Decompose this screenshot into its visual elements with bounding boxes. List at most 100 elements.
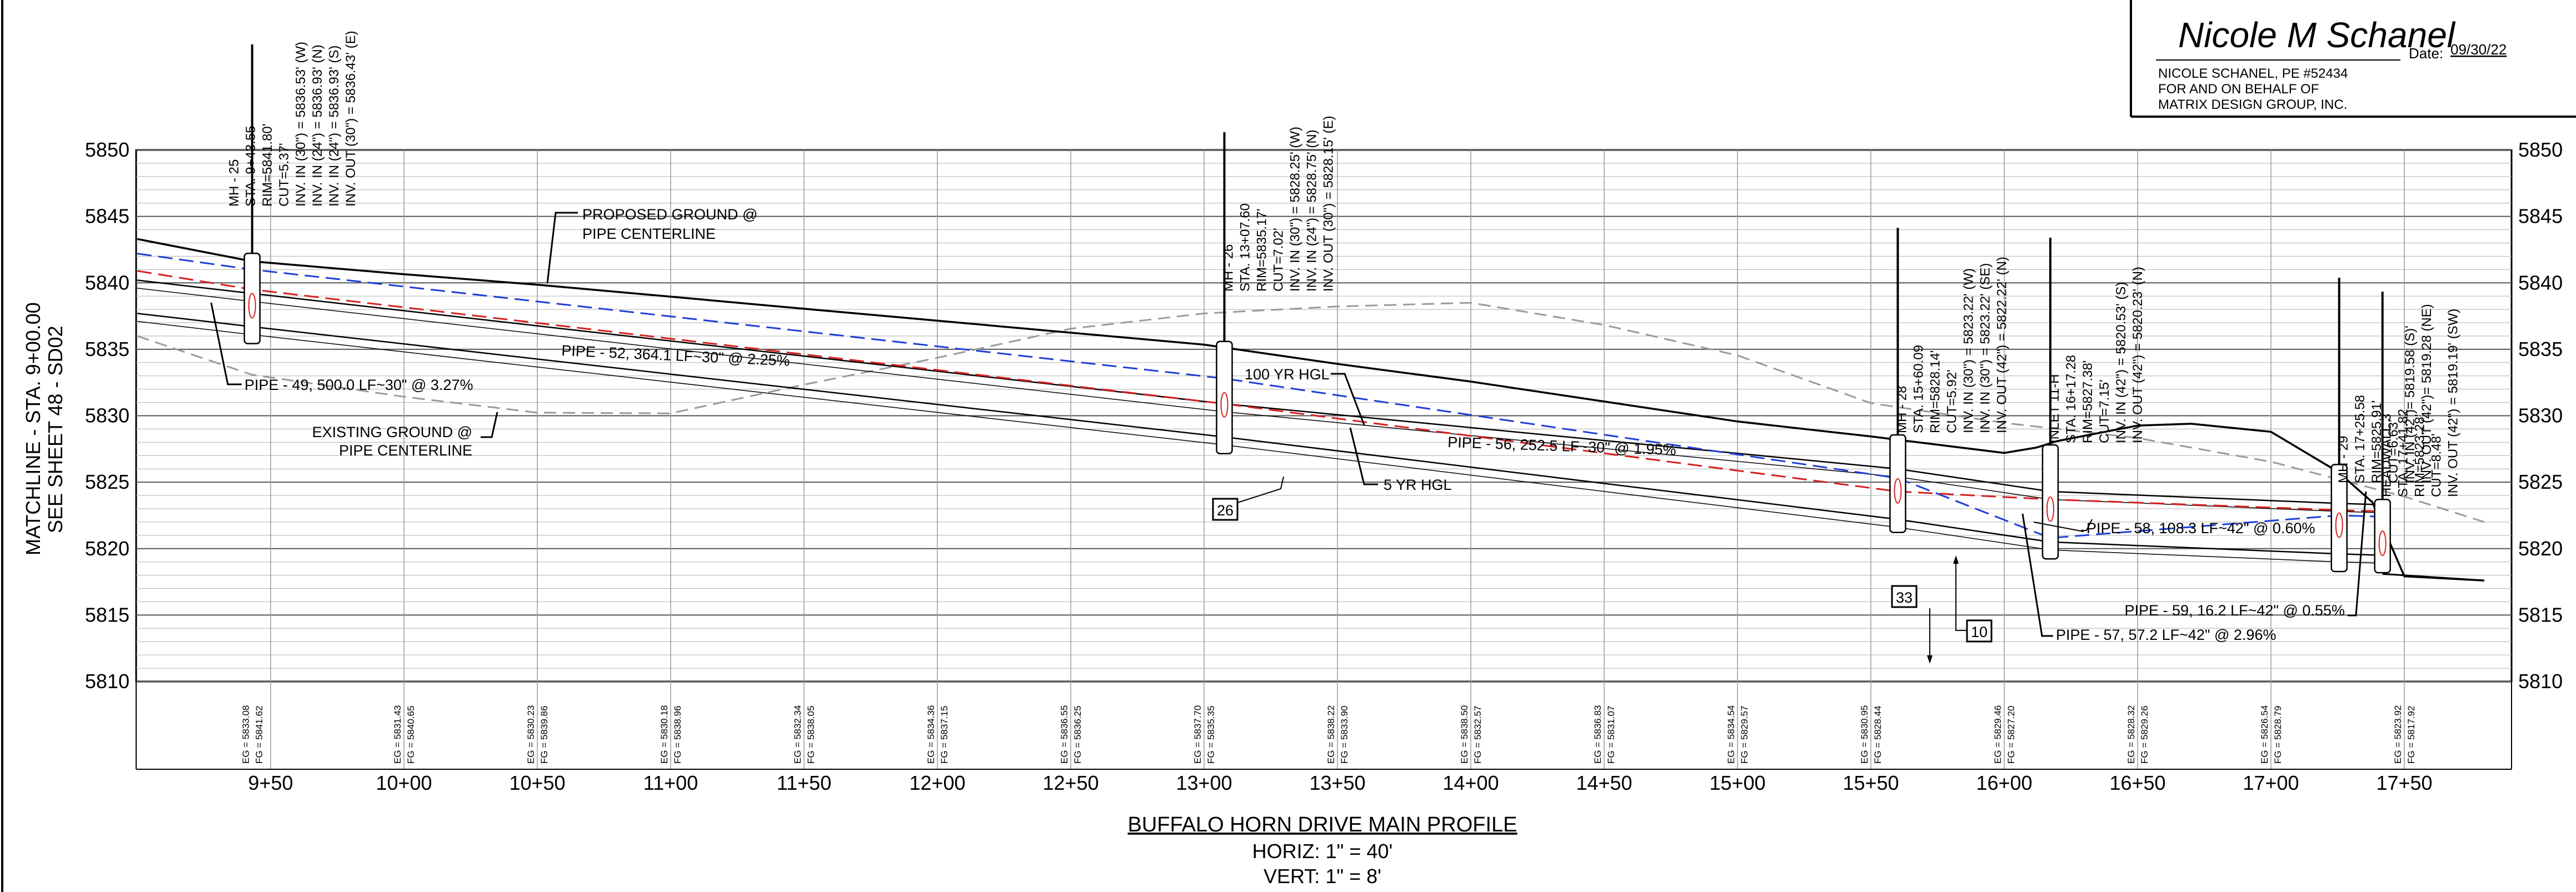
signature-scribble: Nicole M Schanel [2178, 15, 2456, 55]
structure-data-line: RIM=5841.80' [260, 124, 275, 207]
structure-data-line: INV. IN (30") = 5823.22' (SE) [1978, 263, 1993, 433]
matchline-note: MATCHLINE - STA. 9+00.00 SEE SHEET 48 - … [22, 302, 67, 555]
hgl-100-leader [1331, 373, 1365, 425]
structure-data-line: INV. IN (30") = 5823.22' (W) [1961, 268, 1976, 433]
structure-data-line: STA. 17+41.82 [2396, 409, 2411, 497]
existing-grade-value: EG = 5837.70 [1192, 705, 1203, 764]
structure-pipe-opening [248, 293, 256, 319]
structure-barrel [1216, 340, 1233, 455]
structure-data-line: INV. IN (30") = 5828.25' (W) [1287, 127, 1302, 292]
existing-ground-label-1: EXISTING GROUND @ [312, 424, 472, 440]
station-tick-label: 13+50 [1309, 771, 1365, 794]
elevation-tick-label: 5850 [85, 138, 129, 161]
structure-data-line: INV. OUT (42") = 5820.23' (N) [2130, 267, 2145, 443]
structure-data-line: STA. 13+07.60 [1237, 203, 1252, 292]
existing-grade-value: EG = 5830.23 [526, 705, 536, 764]
proposed-ground-label-1: PROPOSED GROUND @ [582, 206, 757, 223]
station-tick-label: 14+00 [1442, 771, 1499, 794]
station-tick-label: 14+50 [1576, 771, 1632, 794]
station-tick-label: 13+00 [1176, 771, 1232, 794]
hgl-5-label: 5 YR HGL [1384, 477, 1452, 493]
callout-33-arrow [1927, 655, 1933, 664]
structure-data-line: CUT=7.15' [2097, 379, 2112, 443]
existing-grade-value: EG = 5836.83 [1592, 705, 1603, 764]
existing-grade-value: EG = 5834.36 [926, 705, 936, 764]
structure-data-line: RIM=5827.38' [2080, 360, 2095, 443]
structure-data-line: INV. IN (42")= 5819.58 (S)' [2403, 325, 2418, 483]
structure-data-line: STA. 17+25.58 [2353, 395, 2368, 483]
finished-grade-value: FG = 5840.65 [406, 706, 416, 764]
elevation-tick-label: 5845 [85, 205, 129, 228]
elevation-tick-label: 5850 [2518, 138, 2563, 161]
elevation-tick-label: 5810 [85, 670, 129, 693]
existing-grade-value: EG = 5831.43 [392, 705, 403, 764]
existing-grade-value: EG = 5836.55 [1059, 705, 1070, 764]
callout-10-leader [1955, 558, 1967, 631]
structure-data-line: INV. IN (24") = 5836.93' (N) [310, 44, 325, 207]
outfall-line [2382, 573, 2485, 582]
station-tick-label: 11+50 [777, 771, 831, 794]
signature-date-label: Date: [2409, 45, 2443, 62]
elevation-tick-label: 5825 [2518, 470, 2563, 493]
structure-name: HEADWALL 3 [2379, 414, 2394, 497]
existing-grade-value: EG = 5823.92 [2393, 705, 2403, 764]
structure-name: MH - 28 [1894, 386, 1909, 433]
structure-data-line: INV. IN (24") = 5828.75' (N) [1304, 129, 1319, 292]
station-tick-label: 15+00 [1709, 771, 1765, 794]
structure-pipe-opening [2046, 496, 2054, 522]
existing-grade-value: EG = 5834.54 [1726, 705, 1736, 764]
existing-grade-value: EG = 5830.18 [659, 705, 670, 764]
structure-data-line: INV. OUT (42") = 5819.19' (SW) [2446, 309, 2461, 497]
station-tick-label: 9+50 [248, 771, 293, 794]
callout-33-box [1891, 585, 1918, 608]
structure-data-line: CUT=5.92' [1944, 369, 1959, 433]
structure-data-line: INV. OUT (42") = 5822.22' (N) [1994, 257, 2009, 433]
structure-barrel [2041, 444, 2059, 560]
structure-data-line: CUT=5.37' [277, 143, 292, 207]
structure-name: INLET 11-H [2047, 374, 2062, 444]
profile-grid [135, 149, 2513, 770]
existing-ground-leader [481, 412, 498, 438]
elevation-tick-label: 5835 [85, 338, 129, 360]
elevation-tick-label: 5840 [85, 271, 129, 294]
structure-data-line: INV. OUT (42")= 5819.28 (NE) [2419, 304, 2434, 483]
elevation-tick-label: 5835 [2518, 338, 2563, 360]
existing-grade-value: EG = 5832.34 [792, 705, 803, 764]
finished-grade-value: FG = 5838.96 [672, 706, 683, 764]
finished-grade-value: FG = 5833.90 [1339, 706, 1350, 764]
signature-line-2: FOR AND ON BEHALF OF [2158, 82, 2319, 97]
elevation-tick-label: 5820 [2518, 537, 2563, 560]
pipe-58-tick [2081, 519, 2093, 531]
profile-title: BUFFALO HORN DRIVE MAIN PROFILE [1128, 813, 1517, 836]
station-tick-label: 17+50 [2376, 771, 2432, 794]
structure-data-line: INV. IN (30") = 5836.53' (W) [293, 42, 308, 207]
structure-data-line: INV. IN (42") = 5820.53' (S) [2114, 282, 2129, 443]
finished-grade-value: FG = 5829.26 [2139, 706, 2150, 764]
finished-grade-value: FG = 5827.20 [2006, 706, 2016, 764]
structure-data-line: CUT=6.63' [2386, 419, 2401, 483]
callout-26-leader [1237, 476, 1284, 503]
signature-date: 09/30/22 [2450, 41, 2507, 58]
existing-grade-value: EG = 5828.32 [2126, 705, 2136, 764]
structure-barrel [2374, 499, 2391, 574]
structure-name: MH - 26 [1221, 244, 1236, 292]
finished-grade-value: FG = 5838.05 [806, 706, 816, 764]
pipe-49-leader [210, 302, 242, 385]
finished-grade-value: FG = 5831.07 [1606, 706, 1616, 764]
callout-26-box [1212, 498, 1239, 521]
finished-grade-value: FG = 5837.15 [939, 706, 950, 764]
structure-data-line: STA. 16+17.28 [2064, 355, 2079, 443]
structure-barrel [1889, 434, 1906, 533]
finished-grade-value: FG = 5828.44 [1873, 706, 1883, 764]
existing-grade-value: EG = 5829.46 [1993, 705, 2003, 764]
vertical-scale: VERT: 1" = 8' [1264, 865, 1381, 888]
station-tick-label: 15+50 [1843, 771, 1899, 794]
callout-10-arrow [1953, 555, 1959, 564]
finished-grade-value: FG = 5835.35 [1206, 706, 1216, 764]
